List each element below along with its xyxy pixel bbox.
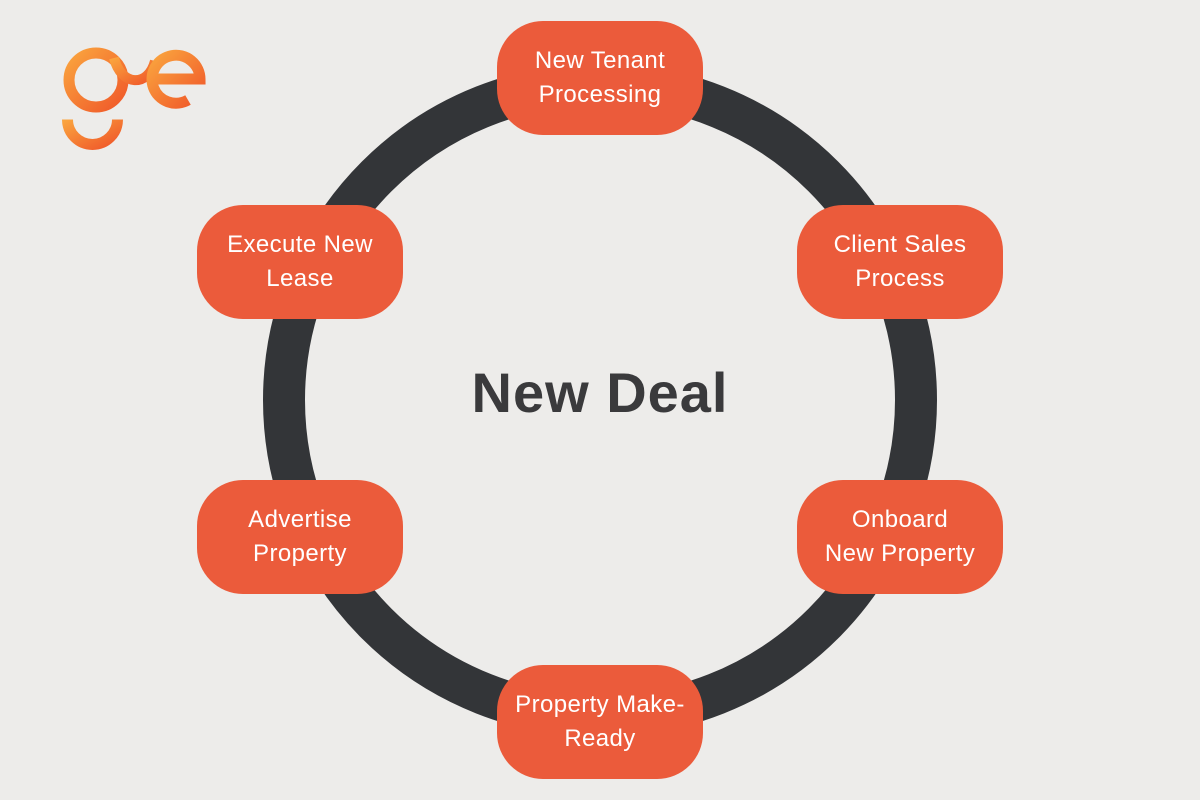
logo-e bbox=[146, 49, 206, 109]
node-execute-new-lease: Execute New Lease bbox=[197, 205, 403, 319]
logo-g-descender bbox=[62, 119, 123, 150]
node-label: Client Sales Process bbox=[833, 231, 967, 292]
node-label: New Tenant Processing bbox=[534, 47, 666, 108]
node-label: Advertise Property bbox=[248, 506, 352, 567]
diagram-title: New Deal bbox=[471, 361, 729, 424]
node-label: Execute New Lease bbox=[227, 231, 373, 292]
node-advertise-property: Advertise Property bbox=[197, 480, 403, 594]
ge-logo-icon bbox=[62, 47, 206, 150]
node-new-tenant-processing: New Tenant Processing bbox=[497, 21, 703, 135]
node-label: Property Make- Ready bbox=[515, 691, 685, 752]
node-client-sales-process: Client Sales Process bbox=[797, 205, 1003, 319]
node-onboard-new-property: Onboard New Property bbox=[797, 480, 1003, 594]
node-label: Onboard New Property bbox=[824, 506, 976, 567]
node-property-make-ready: Property Make- Ready bbox=[497, 665, 703, 779]
